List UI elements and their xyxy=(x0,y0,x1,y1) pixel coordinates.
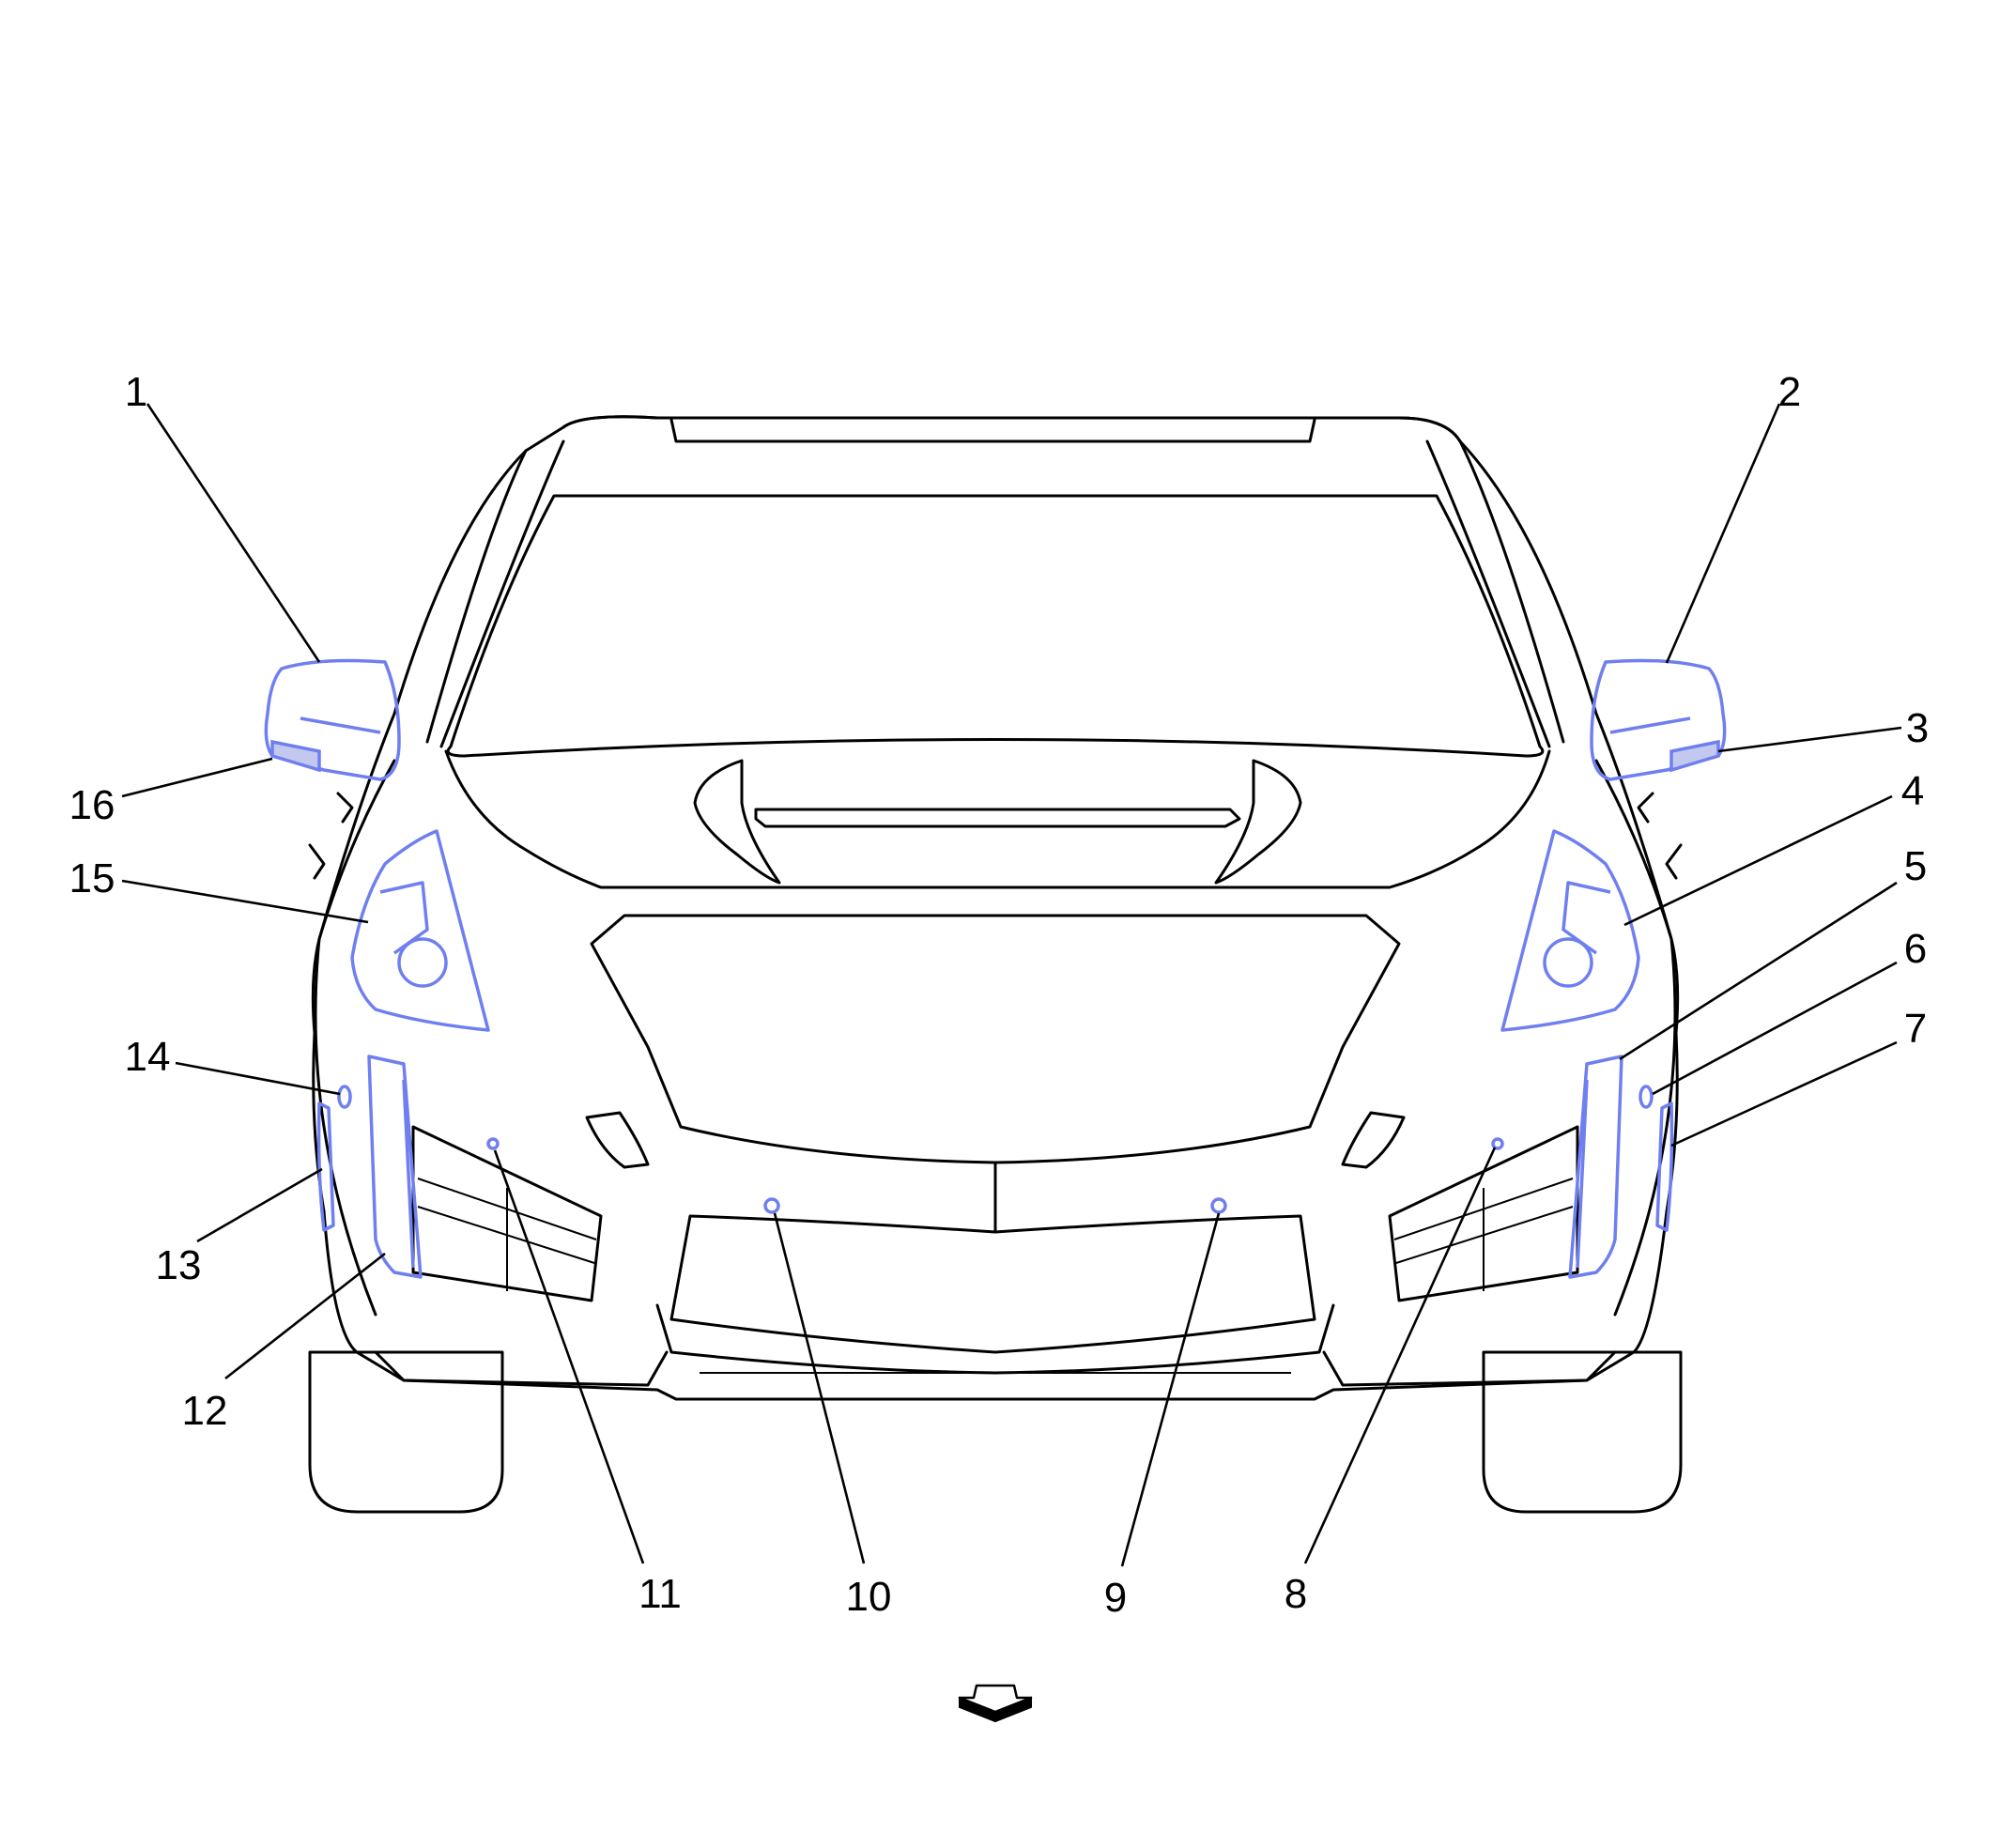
bumper-left-corner xyxy=(374,1350,669,1387)
left-a-pillar-inner xyxy=(439,439,565,748)
right-a-pillar-inner xyxy=(1425,439,1551,748)
leader-12 xyxy=(224,1252,386,1380)
leader-16 xyxy=(121,757,273,798)
vehicle-body xyxy=(308,415,1683,1514)
leader-lines xyxy=(121,403,1902,1567)
hood xyxy=(444,749,1551,889)
vehicle-silhouette xyxy=(311,415,1680,1401)
hood-left-vent xyxy=(693,759,781,885)
left-mirror-line xyxy=(300,716,381,734)
right-a-pillar xyxy=(1458,439,1565,744)
right-mirror-line xyxy=(1609,716,1691,734)
leader-5 xyxy=(1619,881,1898,1061)
left-mirror-signal-lamp xyxy=(270,739,321,773)
callout-15: 15 xyxy=(69,855,115,901)
left-outside-mirror xyxy=(264,658,401,781)
lower-grille xyxy=(669,1214,1316,1354)
bumper-lower-edge xyxy=(655,1303,1335,1375)
callout-16: 16 xyxy=(69,782,115,828)
left-daytime-running-lamp xyxy=(367,1055,423,1279)
leader-1 xyxy=(146,403,321,663)
hood-right-vent xyxy=(1214,759,1302,885)
highlighted-components xyxy=(264,658,1727,1279)
right-bumper-contour xyxy=(1594,759,1677,1317)
leader-10 xyxy=(773,1212,866,1564)
leader-4 xyxy=(1623,794,1893,927)
right-inner-parking-sensor xyxy=(1210,1197,1227,1214)
right-daytime-running-lamp xyxy=(1568,1055,1623,1279)
callout-1: 1 xyxy=(125,369,147,415)
left-bumper-contour xyxy=(314,759,396,1317)
callout-6: 6 xyxy=(1904,926,1927,972)
callout-10: 10 xyxy=(846,1574,892,1620)
arrow-down-icon xyxy=(958,1684,1033,1723)
right-side-marker-lamp xyxy=(1655,1101,1674,1232)
leader-3 xyxy=(1717,726,1902,753)
right-headlamp xyxy=(1500,829,1640,1032)
left-lower-intake xyxy=(411,1125,603,1302)
roof-panel xyxy=(562,415,1462,443)
left-tire xyxy=(308,1350,504,1514)
right-side-detail-2 xyxy=(1665,843,1683,880)
callout-2: 2 xyxy=(1778,369,1801,415)
right-tire xyxy=(1482,1350,1683,1514)
left-tow-hook-cover xyxy=(585,1111,650,1169)
left-drl-inner xyxy=(402,1079,415,1269)
callout-8: 8 xyxy=(1285,1571,1307,1617)
callout-12: 12 xyxy=(182,1388,228,1434)
left-outer-parking-sensor xyxy=(486,1137,500,1150)
right-lower-intake xyxy=(1388,1125,1579,1302)
callout-3: 3 xyxy=(1906,705,1929,751)
left-headlamp-projector xyxy=(397,937,448,988)
right-side-sensor xyxy=(1638,1085,1654,1109)
right-drl-inner xyxy=(1576,1079,1589,1269)
leader-2 xyxy=(1665,403,1781,664)
right-outer-parking-sensor xyxy=(1491,1137,1504,1150)
leader-8 xyxy=(1303,1147,1497,1564)
callout-11: 11 xyxy=(638,1571,682,1617)
leader-14 xyxy=(175,1061,341,1096)
upper-grille xyxy=(590,914,1401,1164)
callout-9: 9 xyxy=(1104,1575,1127,1621)
hood-center-vent xyxy=(754,808,1241,828)
right-tow-hook-cover xyxy=(1341,1111,1406,1169)
callout-7: 7 xyxy=(1904,1006,1927,1052)
callout-5: 5 xyxy=(1904,843,1927,889)
left-side-sensor xyxy=(337,1085,352,1109)
left-side-detail-2 xyxy=(308,843,326,880)
windshield xyxy=(446,494,1545,758)
sunroof xyxy=(669,418,1316,443)
leader-11 xyxy=(493,1149,645,1564)
leader-9 xyxy=(1120,1212,1221,1567)
left-headlamp-inner xyxy=(379,881,429,955)
callout-4: 4 xyxy=(1901,768,1924,814)
right-side-detail-1 xyxy=(1637,792,1654,824)
callout-numbers: 1 2 3 4 5 6 7 8 9 10 11 12 13 14 15 16 xyxy=(69,369,1930,1621)
right-headlamp-projector xyxy=(1543,937,1593,988)
right-mirror-signal-lamp xyxy=(1669,739,1720,773)
callout-13: 13 xyxy=(156,1242,202,1288)
left-side-marker-lamp xyxy=(316,1101,335,1232)
right-headlamp-inner xyxy=(1562,881,1611,955)
right-outside-mirror xyxy=(1590,658,1727,781)
left-a-pillar xyxy=(425,449,528,744)
left-inner-parking-sensor xyxy=(763,1197,780,1214)
leader-6 xyxy=(1652,961,1898,1096)
left-side-detail-1 xyxy=(336,792,354,824)
leader-15 xyxy=(121,879,369,924)
left-headlamp xyxy=(350,829,490,1032)
leader-7 xyxy=(1670,1040,1898,1147)
bumper-right-corner xyxy=(1322,1350,1617,1387)
callout-14: 14 xyxy=(125,1034,171,1080)
leader-13 xyxy=(196,1167,323,1243)
